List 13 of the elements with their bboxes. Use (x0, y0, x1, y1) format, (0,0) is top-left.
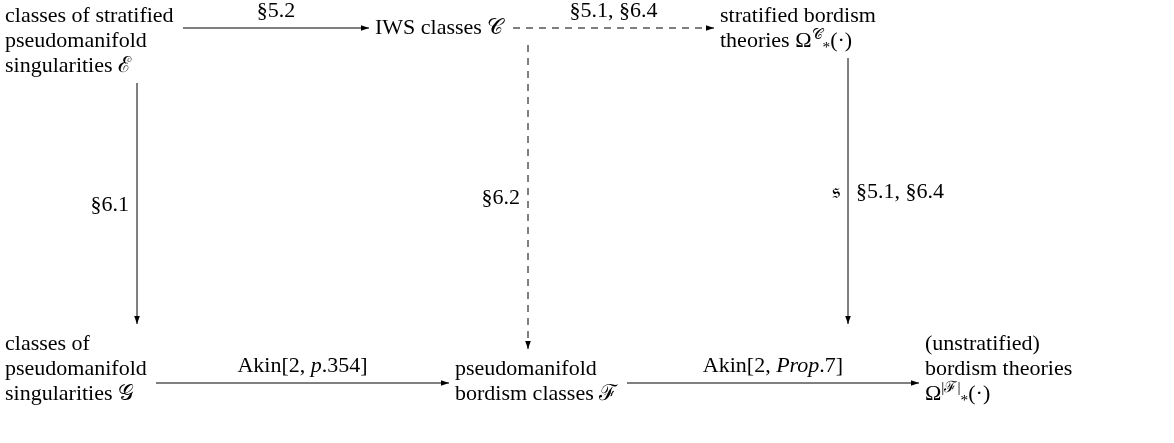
node-text: classes of stratified pseudomanifold singularities ℰ (5, 2, 175, 77)
node-text: classes of pseudomanifold singularities 𝒢 (5, 330, 148, 405)
dashed-arrow (525, 44, 531, 350)
arrow (626, 380, 920, 386)
arrow (845, 57, 851, 325)
arrow (155, 380, 450, 386)
node-text: IWS classes 𝒞 (375, 14, 505, 39)
node-text: (unstratified) bordism theories Ω$^{|ℱ|}$$_{*}$(·) (925, 330, 1074, 405)
dashed-arrow (512, 25, 715, 31)
node-text: stratified bordism theories Ω$^{𝒞}$$_{*}$(·) (720, 2, 877, 52)
arrow (182, 25, 370, 31)
arrow (134, 82, 140, 325)
node-text: pseudomanifold bordism classes ℱ (455, 355, 619, 405)
